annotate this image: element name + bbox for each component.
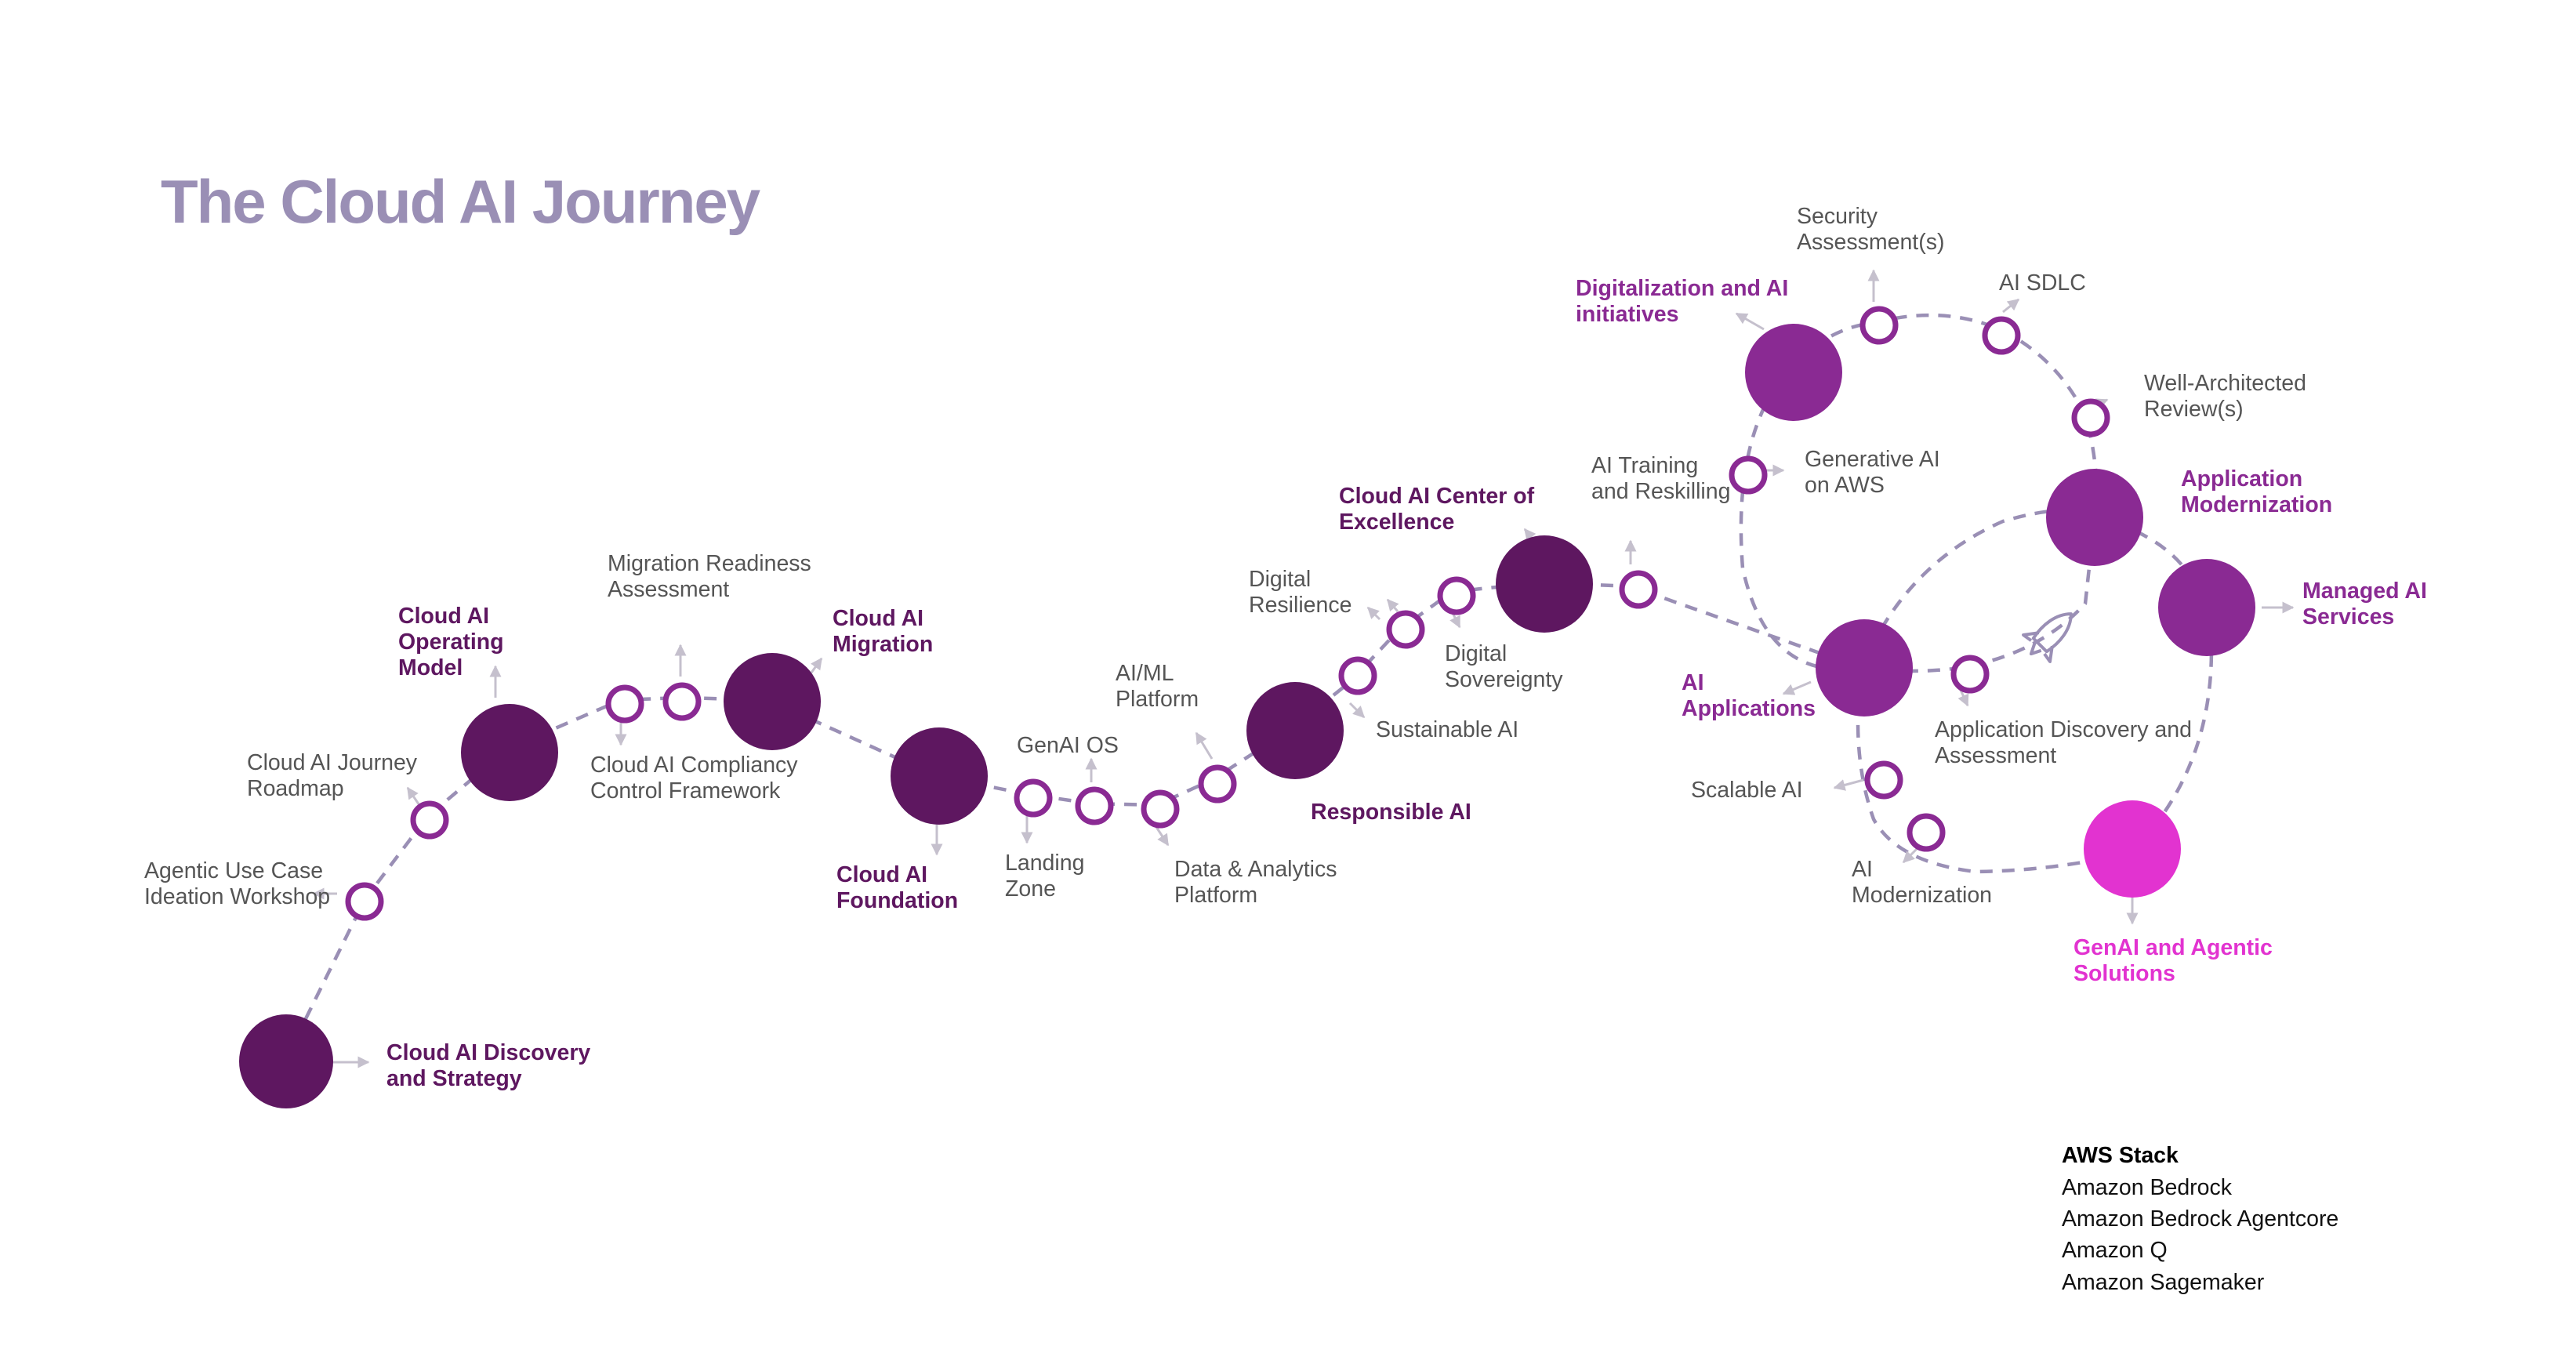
milestone-managed-ai-circle[interactable] <box>2158 559 2255 656</box>
step-ai-sdlc-ring[interactable] <box>1982 316 2021 355</box>
milestone-discovery-label: Cloud AI Discovery and Strategy <box>386 1040 597 1091</box>
aws-stack-panel: AWS Stack Amazon Bedrock Amazon Bedrock … <box>2062 1143 2338 1295</box>
step-sustainable-ai-label: Sustainable AI <box>1376 717 1518 742</box>
aws-stack-title: AWS Stack <box>2062 1143 2179 1168</box>
step-journey-roadmap-label: Cloud AI Journey Roadmap <box>247 750 423 801</box>
milestone-foundation-label: Cloud AI Foundation <box>836 862 958 913</box>
step-coe-exit-ring[interactable] <box>1619 570 1658 609</box>
step-security-assessment-label: Security Assessment(s) <box>1797 204 1944 255</box>
step-journey-roadmap-ring[interactable] <box>410 800 449 840</box>
milestone-managed-ai-label: Managed AI Services <box>2302 579 2433 629</box>
milestone-app-modernization-label: Application Modernization <box>2181 466 2332 517</box>
step-digital-sovereignty-label: Digital Sovereignty <box>1445 641 1563 692</box>
journey-path <box>284 313 2214 1059</box>
step-genai-os-label: GenAI OS <box>1017 733 1119 758</box>
step-ai-modernization-label: AI Modernization <box>1852 857 1992 908</box>
step-landing-zone-ring[interactable] <box>1014 778 1053 818</box>
milestone-migration-circle[interactable] <box>724 653 821 750</box>
milestone-ai-applications-label: AI Applications <box>1682 670 1816 721</box>
step-data-analytics-label: Data & Analytics Platform <box>1174 857 1343 908</box>
step-genai-os-ring[interactable] <box>1075 786 1114 825</box>
step-compliancy-framework-label: Cloud AI Compliancy Control Framework <box>590 753 804 804</box>
milestone-genai-agentic-label: GenAI and Agentic Solutions <box>2073 935 2279 986</box>
milestone-discovery-circle[interactable] <box>239 1014 333 1108</box>
step-app-discovery-label: Application Discovery and Assessment <box>1935 717 2198 768</box>
milestone-coe-circle[interactable] <box>1496 535 1593 633</box>
milestone-digitalization-circle[interactable] <box>1745 324 1842 421</box>
step-ai-sdlc-label: AI SDLC <box>1999 270 2086 296</box>
step-scalable-ai-ring[interactable] <box>1864 760 1903 800</box>
step-well-architected-label: Well-Architected Review(s) <box>2144 371 2313 422</box>
step-sustainable-ai-ring[interactable] <box>1338 656 1377 695</box>
milestone-ai-applications-circle[interactable] <box>1816 619 1913 716</box>
page-title: The Cloud AI Journey <box>161 167 760 236</box>
step-digital-sovereignty-ring[interactable] <box>1437 576 1476 615</box>
milestone-digitalization-label: Digitalization and AI initiatives <box>1576 276 1794 327</box>
milestone-responsible-ai-label: Responsible AI <box>1311 800 1471 825</box>
milestone-operating-model-circle[interactable] <box>461 704 558 801</box>
milestone-responsible-ai-circle[interactable] <box>1246 682 1344 779</box>
aws-stack-item: Amazon Bedrock <box>2062 1175 2233 1200</box>
step-generative-ai-aws-label: Generative AI on AWS <box>1805 447 1947 498</box>
connector-arrows <box>310 269 2295 1068</box>
step-scalable-ai-label: Scalable AI <box>1691 778 1803 803</box>
step-security-assessment-ring[interactable] <box>1859 306 1899 345</box>
step-app-discovery-ring[interactable] <box>1950 655 1990 694</box>
aws-stack-item: Amazon Q <box>2062 1238 2168 1263</box>
step-well-architected-ring[interactable] <box>2071 398 2110 437</box>
milestone-coe-label: Cloud AI Center of Excellence <box>1339 484 1540 535</box>
step-ai-modernization-ring[interactable] <box>1907 813 1946 852</box>
step-ai-training-label: AI Training and Reskilling <box>1591 453 1730 504</box>
rocket-icon <box>2022 612 2073 663</box>
step-compliancy-framework-ring[interactable] <box>605 684 644 724</box>
step-aiml-platform-label: AI/ML Platform <box>1116 661 1199 712</box>
step-digital-resilience-label: Digital Resilience <box>1249 567 1351 618</box>
step-agentic-use-case-ring[interactable] <box>345 882 384 921</box>
milestone-operating-model-label: Cloud AI Operating Model <box>398 604 510 680</box>
step-aiml-platform-ring[interactable] <box>1198 764 1237 804</box>
step-migration-readiness-label: Migration Readiness Assessment <box>608 551 818 602</box>
step-landing-zone-label: Landing Zone <box>1005 851 1090 901</box>
step-agentic-use-case-label: Agentic Use Case Ideation Workshop <box>144 858 330 909</box>
step-migration-readiness-ring[interactable] <box>662 682 702 721</box>
milestone-genai-agentic-circle[interactable] <box>2084 800 2181 898</box>
aws-stack-item: Amazon Sagemaker <box>2062 1270 2265 1295</box>
milestone-foundation-circle[interactable] <box>891 727 988 825</box>
aws-stack-item: Amazon Bedrock Agentcore <box>2062 1206 2338 1232</box>
milestone-migration-label: Cloud AI Migration <box>833 606 933 657</box>
step-digital-resilience-ring[interactable] <box>1386 610 1425 649</box>
milestone-app-modernization-circle[interactable] <box>2046 469 2143 566</box>
step-generative-ai-aws-ring[interactable] <box>1729 455 1768 495</box>
step-data-analytics-ring[interactable] <box>1141 789 1180 829</box>
